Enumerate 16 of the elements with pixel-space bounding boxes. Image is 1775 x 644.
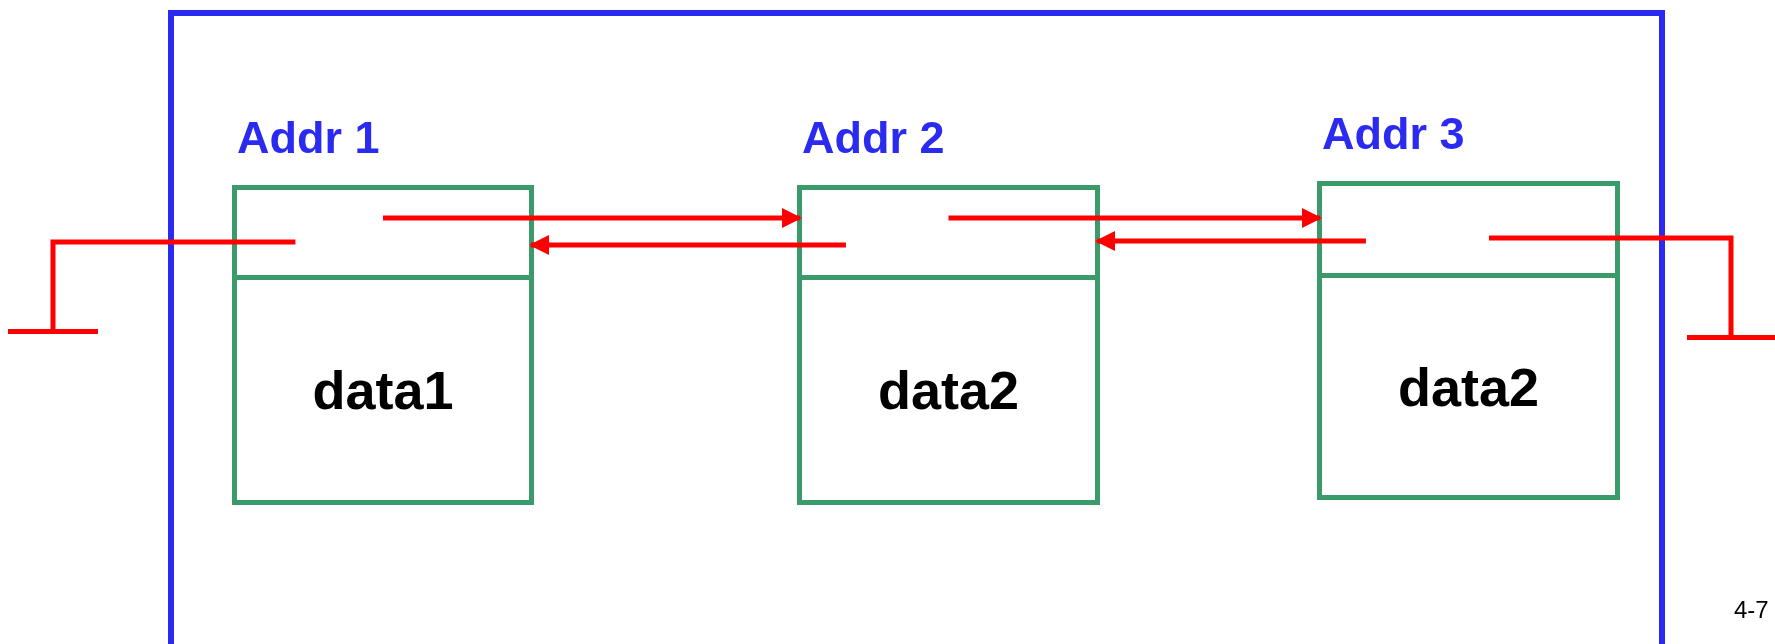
null-terminator-bar — [1687, 335, 1775, 340]
arrow — [1095, 231, 1366, 251]
page-number: 4-7 — [1734, 596, 1769, 624]
data-label: data2 — [1397, 355, 1540, 418]
arrow — [529, 235, 846, 255]
address-label: Addr 1 — [237, 112, 380, 164]
connector-line — [50, 239, 296, 329]
connector-line — [1489, 235, 1734, 335]
address-label: Addr 3 — [1322, 108, 1465, 160]
null-terminator-bar — [8, 329, 98, 334]
arrow — [948, 208, 1322, 228]
data-label: data2 — [877, 359, 1020, 421]
frame-box — [168, 10, 1665, 644]
data-label: data1 — [312, 359, 454, 421]
address-label: Addr 2 — [802, 112, 945, 164]
arrow — [383, 208, 802, 228]
